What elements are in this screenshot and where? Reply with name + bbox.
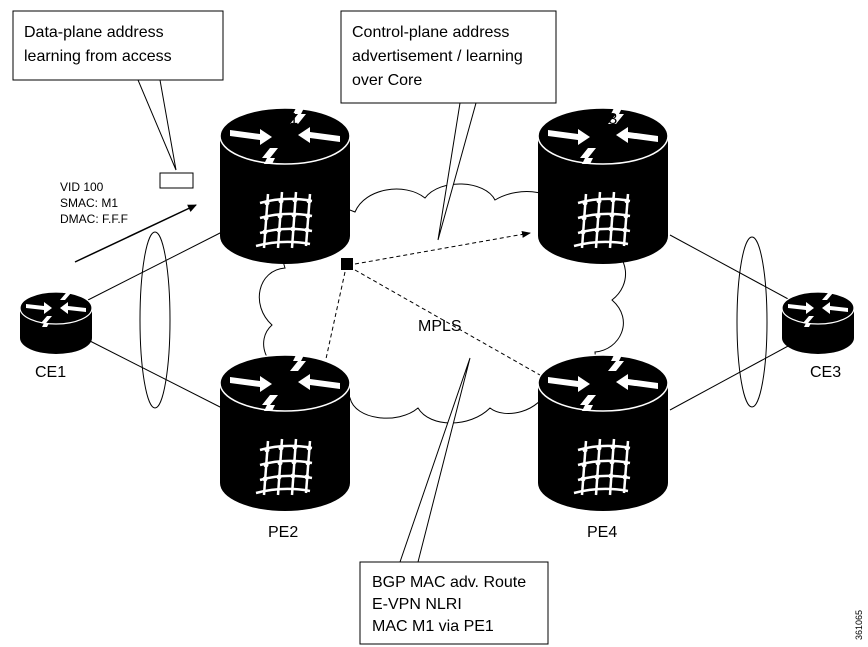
frame-arrow — [74, 204, 197, 263]
lag-bundle-ce3 — [736, 236, 768, 408]
pe1-label: PE1 — [268, 111, 298, 128]
callout-control-plane — [340, 10, 557, 104]
pe3-label: PE3 — [587, 111, 617, 128]
callout-data-plane-line2: learning from access — [24, 48, 172, 65]
pe3-switch — [536, 106, 670, 266]
pe2-switch — [218, 353, 352, 513]
callout-control-plane-line1: Control-plane address — [352, 24, 509, 41]
advertise-arrow-pe4 — [354, 269, 555, 384]
mpls-label: MPLS — [418, 318, 462, 335]
pe4-label: PE4 — [587, 524, 617, 541]
route-reflector-icon — [341, 258, 353, 270]
ce3-router — [781, 288, 855, 355]
callout-data-plane-pointer — [137, 79, 177, 171]
callout-bgp-line3: MAC M1 via PE1 — [372, 618, 494, 635]
frame-smac-label: SMAC: M1 — [60, 196, 118, 210]
callout-control-plane-line2: advertisement / learning — [352, 48, 523, 65]
ce1-label: CE1 — [35, 364, 66, 381]
frame-vid-label: VID 100 — [60, 180, 104, 194]
advertise-arrow-pe2 — [320, 271, 346, 378]
callout-bgp-line1: BGP MAC adv. Route — [372, 574, 526, 591]
link-pe4-ce3 — [669, 344, 791, 411]
pe4-switch — [536, 353, 670, 513]
pe2-label: PE2 — [268, 524, 298, 541]
callout-data-plane-line1: Data-plane address — [24, 24, 164, 41]
callout-control-plane-line3: over Core — [352, 72, 422, 89]
frame-dmac-label: DMAC: F.F.F — [60, 212, 128, 226]
figure-id: 361065 — [854, 610, 864, 640]
ce3-label: CE3 — [810, 364, 841, 381]
advertise-arrow-pe3 — [354, 230, 531, 265]
frame-icon — [159, 172, 194, 189]
link-pe3-ce3 — [669, 234, 791, 301]
lag-bundle-ce1 — [139, 231, 171, 409]
pe1-switch — [218, 106, 352, 266]
callout-bgp — [359, 561, 549, 645]
ce1-router — [19, 288, 93, 355]
callout-data-plane — [12, 10, 224, 81]
callout-bgp-line2: E-VPN NLRI — [372, 596, 462, 613]
link-ce1-pe2 — [87, 339, 223, 409]
link-ce1-pe1 — [87, 231, 223, 301]
